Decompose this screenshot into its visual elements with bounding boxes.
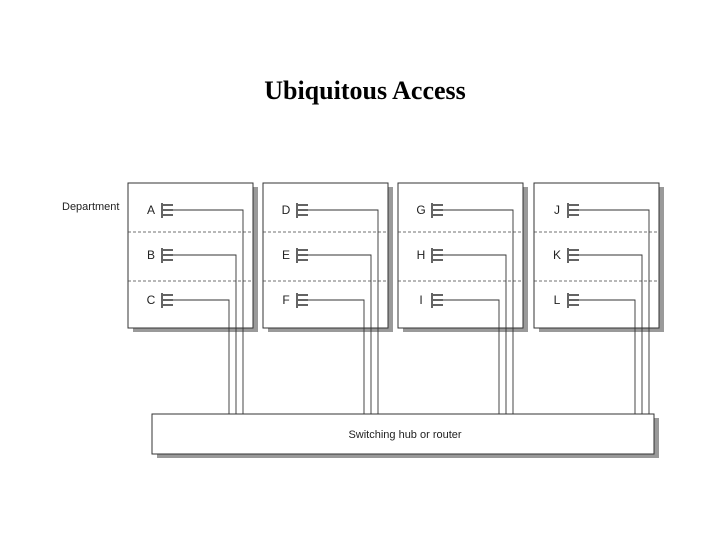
port-wire-a (173, 209, 244, 414)
port-wire-h (443, 254, 507, 414)
port-label-k: K (553, 248, 561, 262)
rack-body (533, 182, 660, 329)
port-wire-f (308, 299, 365, 414)
port-label-a: A (147, 203, 155, 217)
port-label-l: L (554, 293, 561, 307)
jack-icon (296, 293, 308, 308)
jack-icon (431, 293, 443, 308)
port-wire-k (579, 254, 643, 414)
jack-icon (161, 248, 173, 263)
rack-4: J K L (533, 182, 664, 414)
port-wire-b (173, 254, 237, 414)
department-label: Department (62, 201, 120, 213)
port-wire-g (443, 209, 514, 414)
port-label-i: I (419, 293, 422, 307)
port-label-d: D (282, 203, 291, 217)
jack-icon (161, 293, 173, 308)
slide-title: Ubiquitous Access (264, 76, 466, 105)
rack-body (262, 182, 389, 329)
racks-layer: A B C D E F G H I J K L (127, 182, 664, 414)
rack-body (397, 182, 524, 329)
jack-icon (161, 203, 173, 218)
port-wire-d (308, 209, 379, 414)
jack-icon (431, 203, 443, 218)
port-label-h: H (417, 248, 426, 262)
jack-icon (296, 248, 308, 263)
jack-icon (567, 248, 579, 263)
port-label-c: C (147, 293, 156, 307)
hub-label: Switching hub or router (348, 429, 461, 441)
jack-icon (567, 203, 579, 218)
rack-1: A B C (127, 182, 258, 414)
rack-body (127, 182, 254, 329)
port-label-f: F (282, 293, 289, 307)
port-wire-c (173, 299, 230, 414)
jack-icon (296, 203, 308, 218)
jack-icon (567, 293, 579, 308)
port-wire-e (308, 254, 372, 414)
port-label-b: B (147, 248, 155, 262)
port-label-j: J (554, 203, 560, 217)
port-label-e: E (282, 248, 290, 262)
port-wire-i (443, 299, 500, 414)
port-wire-j (579, 209, 650, 414)
jack-icon (431, 248, 443, 263)
port-label-g: G (416, 203, 425, 217)
port-wire-l (579, 299, 636, 414)
rack-2: D E F (262, 182, 393, 414)
hub-box (151, 413, 655, 455)
rack-3: G H I (397, 182, 528, 414)
